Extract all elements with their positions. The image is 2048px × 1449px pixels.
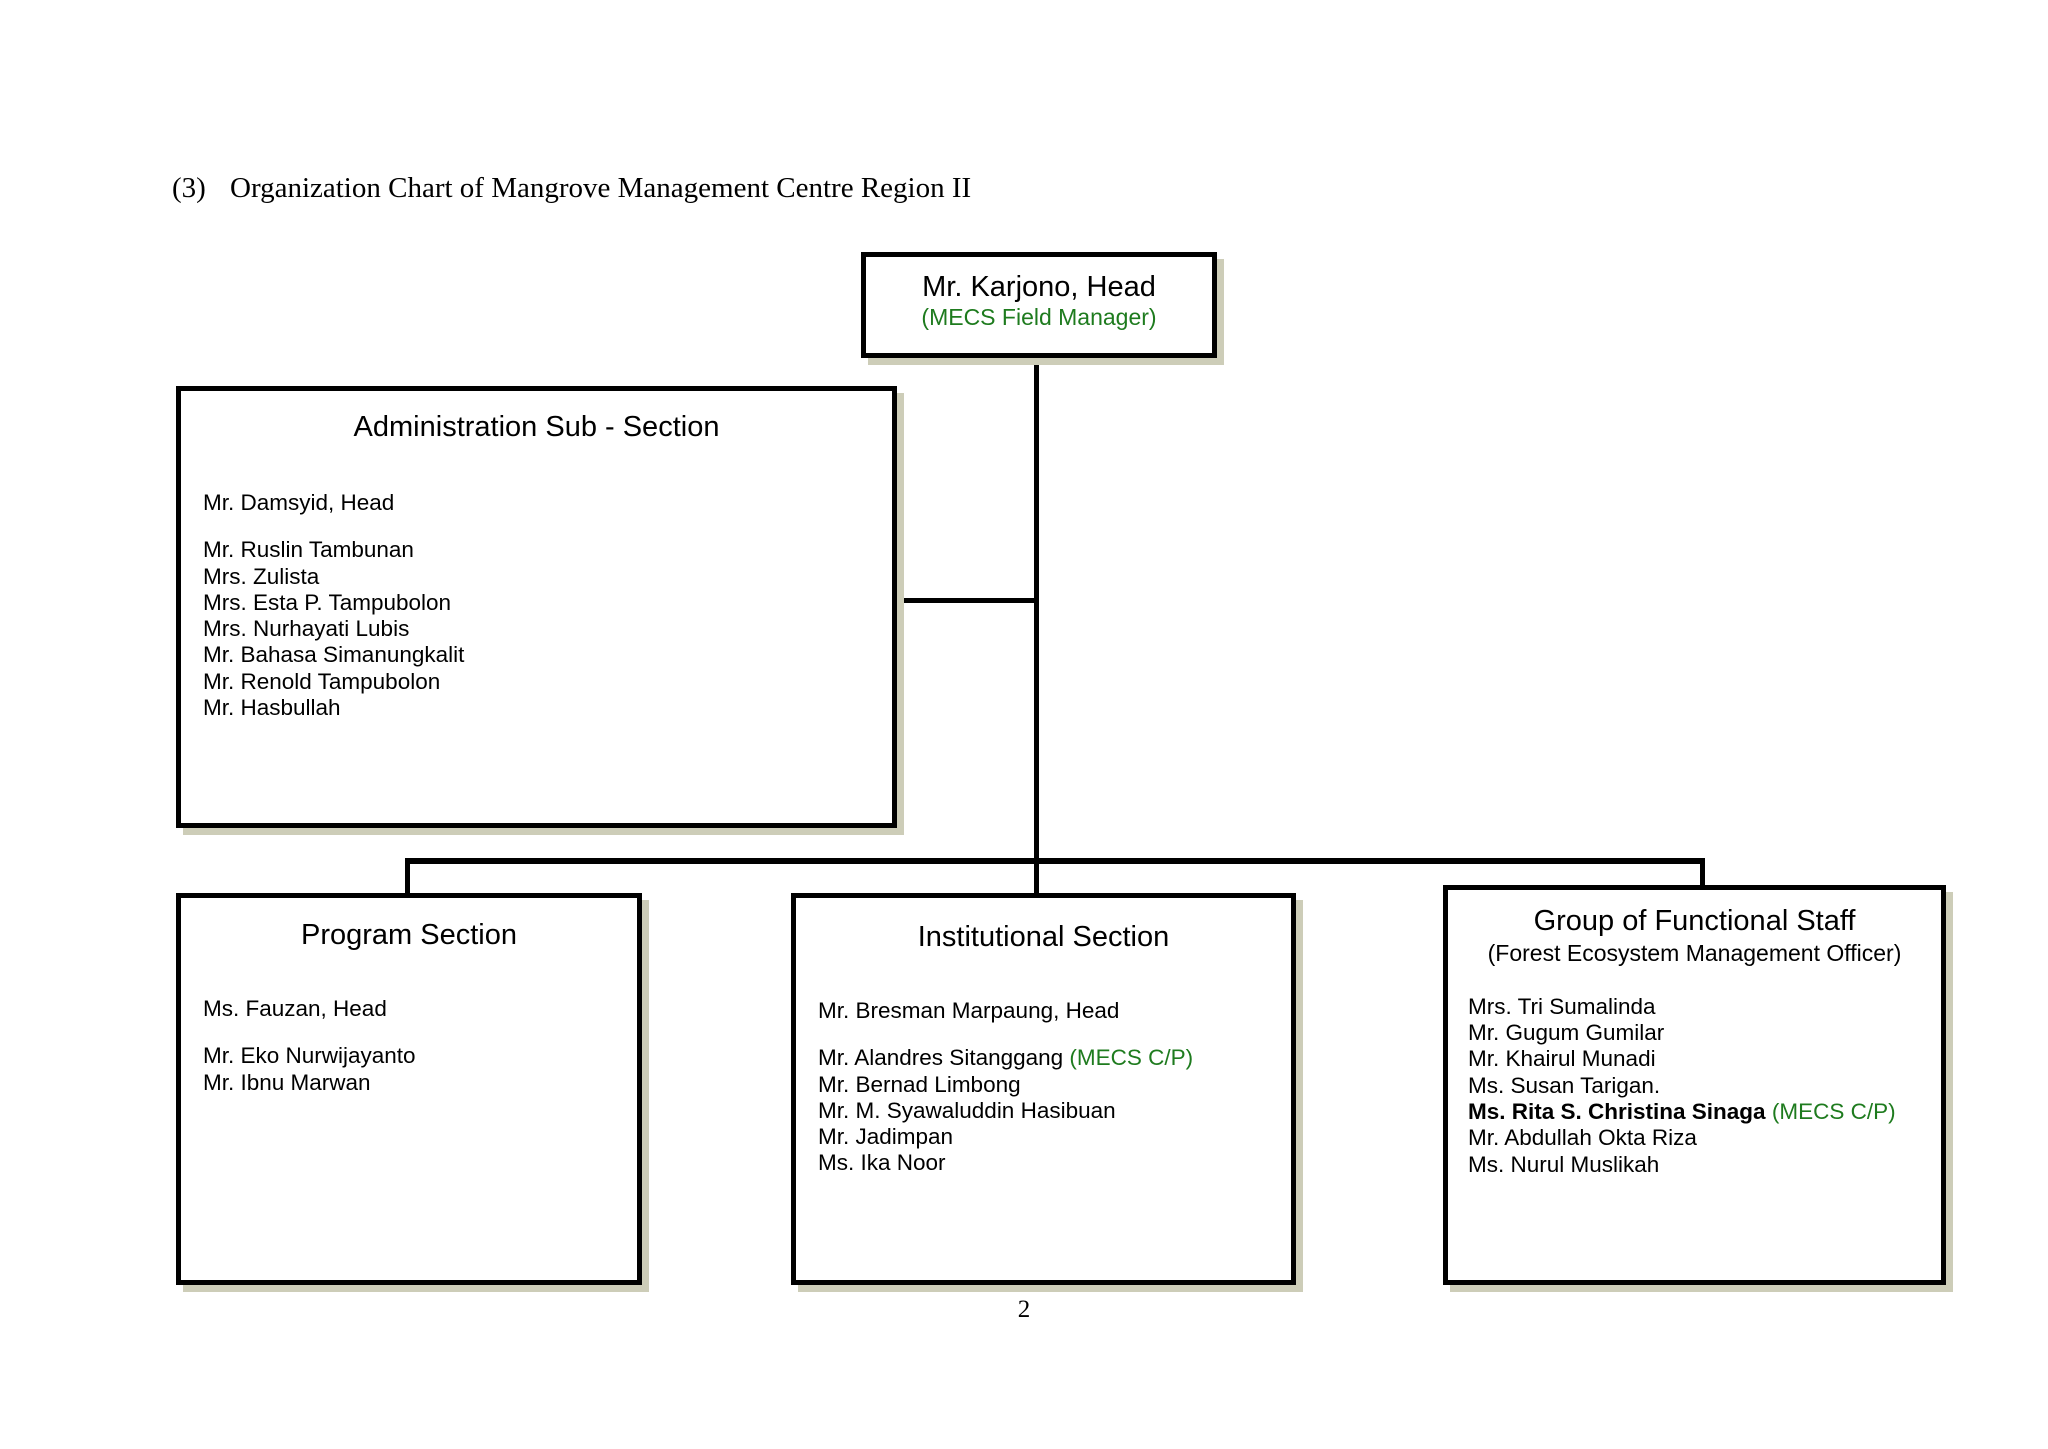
institutional-members: Mr. Alandres Sitanggang (MECS C/P)Mr. Be… bbox=[818, 1045, 1291, 1177]
org-node-institutional: Institutional Section Mr. Bresman Marpau… bbox=[791, 893, 1296, 1285]
institutional-title: Institutional Section bbox=[917, 921, 1170, 953]
staff-row: Mrs. Esta P. Tampubolon bbox=[203, 590, 892, 616]
connector-head-trunk-lower bbox=[1034, 598, 1039, 863]
staff-name: Ms. Rita S. Christina Sinaga bbox=[1468, 1099, 1766, 1125]
org-node-functional-staff: Group of Functional Staff (Forest Ecosys… bbox=[1443, 885, 1946, 1285]
staff-row: Ms. Susan Tarigan. bbox=[1468, 1073, 1941, 1099]
administration-title: Administration Sub - Section bbox=[353, 411, 720, 443]
staff-row: Mr. Bahasa Simanungkalit bbox=[203, 642, 892, 668]
functional-title: Group of Functional Staff bbox=[1533, 905, 1856, 937]
staff-annotation: (MECS C/P) bbox=[1063, 1045, 1194, 1071]
staff-name: Mrs. Nurhayati Lubis bbox=[203, 616, 410, 642]
connector-administration-elbow bbox=[892, 598, 1039, 603]
section-heading-text: Organization Chart of Mangrove Managemen… bbox=[230, 172, 972, 204]
section-number: (3) bbox=[172, 172, 206, 204]
connector-drop-institutional bbox=[1034, 858, 1039, 896]
staff-row: Mrs. Zulista bbox=[203, 564, 892, 590]
staff-row: Mr. M. Syawaluddin Hasibuan bbox=[818, 1098, 1291, 1124]
staff-row: Mr. Renold Tampubolon bbox=[203, 669, 892, 695]
program-title: Program Section bbox=[301, 919, 517, 951]
connector-head-trunk-upper bbox=[1034, 358, 1039, 603]
staff-name: Mr. Bahasa Simanungkalit bbox=[203, 642, 465, 668]
staff-row: Ms. Rita S. Christina Sinaga (MECS C/P) bbox=[1468, 1099, 1941, 1125]
staff-name: Mrs. Esta P. Tampubolon bbox=[203, 589, 452, 615]
staff-name: Mr. Renold Tampubolon bbox=[203, 668, 441, 694]
staff-name: Mr. M. Syawaluddin Hasibuan bbox=[818, 1097, 1116, 1123]
staff-row: Mr. Jadimpan bbox=[818, 1124, 1291, 1150]
staff-name: Mr. Alandres Sitanggang bbox=[818, 1045, 1064, 1071]
head-node-title: Mr. Karjono, Head bbox=[922, 271, 1156, 303]
connector-drop-functional bbox=[1700, 858, 1705, 888]
page-title: (3) Organization Chart of Mangrove Manage… bbox=[172, 172, 971, 205]
staff-name: Mrs. Zulista bbox=[203, 563, 320, 589]
staff-row: Mr. Gugum Gumilar bbox=[1468, 1020, 1941, 1046]
staff-row: Mrs. Tri Sumalinda bbox=[1468, 994, 1941, 1020]
staff-name: Mr. Ibnu Marwan bbox=[203, 1069, 371, 1095]
connector-drop-program bbox=[405, 858, 410, 896]
staff-row: Mr. Ruslin Tambunan bbox=[203, 537, 892, 563]
staff-row: Mr. Ibnu Marwan bbox=[203, 1070, 637, 1096]
org-node-head: Mr. Karjono, Head (MECS Field Manager) bbox=[861, 252, 1217, 358]
program-head: Ms. Fauzan, Head bbox=[203, 996, 387, 1022]
functional-subtitle: (Forest Ecosystem Management Officer) bbox=[1487, 940, 1902, 967]
staff-row: Ms. Nurul Muslikah bbox=[1468, 1152, 1941, 1178]
page-number: 2 bbox=[1017, 1296, 1031, 1323]
org-node-administration: Administration Sub - Section Mr. Damsyid… bbox=[176, 386, 897, 828]
staff-name: Mr. Ruslin Tambunan bbox=[203, 537, 414, 563]
org-node-program: Program Section Ms. Fauzan, Head Mr. Eko… bbox=[176, 893, 642, 1285]
staff-name: Mr. Jadimpan bbox=[818, 1124, 954, 1150]
staff-name: Mr. Eko Nurwijayanto bbox=[203, 1043, 416, 1069]
staff-row: Mr. Khairul Munadi bbox=[1468, 1046, 1941, 1072]
staff-row: Mr. Bernad Limbong bbox=[818, 1072, 1291, 1098]
staff-name: Mr. Khairul Munadi bbox=[1468, 1046, 1656, 1072]
staff-row: Mr. Alandres Sitanggang (MECS C/P) bbox=[818, 1045, 1291, 1071]
staff-annotation: (MECS C/P) bbox=[1765, 1099, 1896, 1125]
staff-row: Mr. Eko Nurwijayanto bbox=[203, 1043, 637, 1069]
staff-row: Mrs. Nurhayati Lubis bbox=[203, 616, 892, 642]
staff-row: Ms. Ika Noor bbox=[818, 1150, 1291, 1176]
staff-name: Ms. Susan Tarigan. bbox=[1468, 1072, 1661, 1098]
staff-row: Mr. Abdullah Okta Riza bbox=[1468, 1125, 1941, 1151]
staff-name: Mr. Abdullah Okta Riza bbox=[1468, 1125, 1697, 1151]
staff-name: Mr. Bernad Limbong bbox=[818, 1071, 1021, 1097]
institutional-head: Mr. Bresman Marpaung, Head bbox=[818, 998, 1120, 1024]
staff-name: Mr. Gugum Gumilar bbox=[1468, 1020, 1665, 1046]
staff-name: Ms. Ika Noor bbox=[818, 1150, 946, 1176]
administration-head: Mr. Damsyid, Head bbox=[203, 490, 395, 516]
staff-row: Mr. Hasbullah bbox=[203, 695, 892, 721]
institutional-staff-list: Mr. Bresman Marpaung, Head Mr. Alandres … bbox=[818, 998, 1291, 1177]
staff-name: Mrs. Tri Sumalinda bbox=[1468, 993, 1656, 1019]
staff-name: Mr. Hasbullah bbox=[203, 695, 341, 721]
connector-distribution-bar bbox=[405, 858, 1705, 864]
staff-name: Ms. Nurul Muslikah bbox=[1468, 1151, 1660, 1177]
head-node-subtitle: (MECS Field Manager) bbox=[921, 304, 1157, 331]
